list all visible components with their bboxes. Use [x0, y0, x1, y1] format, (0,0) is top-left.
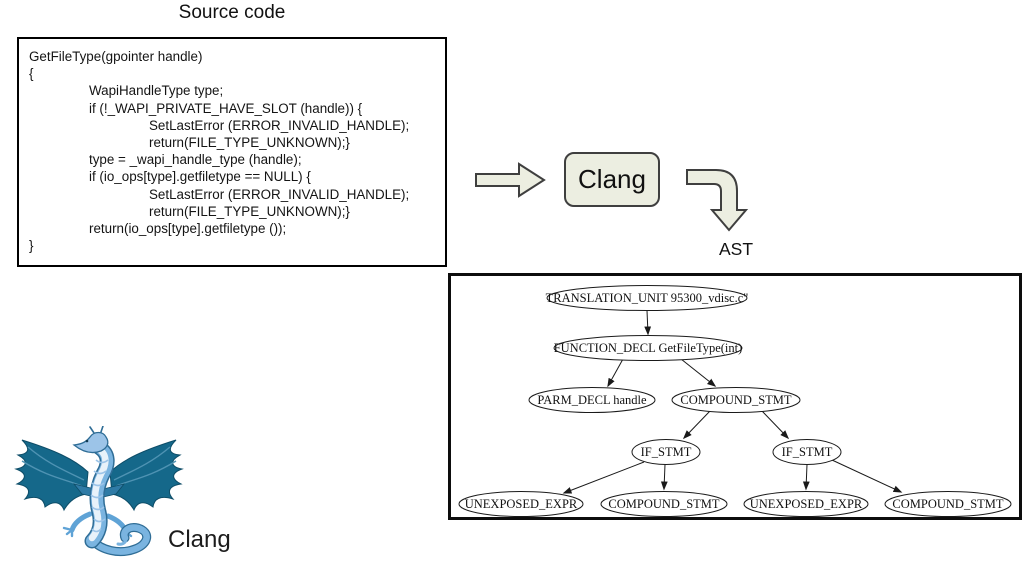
- clang-process-box: Clang: [564, 152, 660, 207]
- ast-tree-graph: TRANSLATION_UNIT 95300_vdisc.c" FUNCTION…: [458, 285, 1012, 517]
- svg-text:TRANSLATION_UNIT 95300_vdisc.c: TRANSLATION_UNIT 95300_vdisc.c": [546, 291, 749, 305]
- source-code-text: GetFileType(gpointer handle) { WapiHandl…: [29, 49, 410, 254]
- ast-node-compound-stmt-bottom-right: COMPOUND_STMT: [884, 491, 1012, 517]
- ast-node-compound-stmt-bottom-left: COMPOUND_STMT: [600, 491, 728, 517]
- svg-text:COMPOUND_STMT: COMPOUND_STMT: [892, 497, 1003, 511]
- ast-node-if-stmt-left: IF_STMT: [631, 439, 701, 465]
- svg-text:UNEXPOSED_EXPR: UNEXPOSED_EXPR: [465, 497, 578, 511]
- ast-edges: [562, 310, 903, 494]
- ast-node-function-decl: FUNCTION_DECL GetFileType(int): [553, 335, 743, 361]
- edge-ifr-csbr: [831, 459, 903, 493]
- ast-node-translation-unit: TRANSLATION_UNIT 95300_vdisc.c": [546, 285, 749, 311]
- svg-text:COMPOUND_STMT: COMPOUND_STMT: [608, 497, 719, 511]
- edge-cs-ifl: [682, 410, 711, 440]
- ast-node-unexposed-expr-left: UNEXPOSED_EXPR: [458, 491, 584, 517]
- svg-text:PARM_DECL handle: PARM_DECL handle: [537, 393, 647, 407]
- svg-text:IF_STMT: IF_STMT: [641, 445, 692, 459]
- ast-node-parm-decl: PARM_DECL handle: [528, 387, 656, 413]
- edge-fd-pd: [607, 358, 624, 388]
- source-code-panel: GetFileType(gpointer handle) { WapiHandl…: [17, 37, 447, 267]
- edge-ifl-uel: [562, 461, 645, 494]
- edge-fd-cs: [680, 358, 717, 387]
- edge-cs-ifr: [761, 410, 790, 440]
- edge-ifr-uer: [802, 464, 810, 491]
- ast-output-label: AST: [718, 239, 754, 259]
- svg-text:COMPOUND_STMT: COMPOUND_STMT: [680, 393, 791, 407]
- svg-text:UNEXPOSED_EXPR: UNEXPOSED_EXPR: [750, 497, 863, 511]
- svg-text:IF_STMT: IF_STMT: [782, 445, 833, 459]
- ast-node-compound-stmt: COMPOUND_STMT: [671, 387, 801, 413]
- source-code-title: Source code: [178, 2, 286, 23]
- clang-logo-caption: Clang: [168, 526, 231, 553]
- svg-text:FUNCTION_DECL GetFileType(int): FUNCTION_DECL GetFileType(int): [554, 341, 743, 355]
- ast-node-if-stmt-right: IF_STMT: [772, 439, 842, 465]
- ast-node-unexposed-expr-right: UNEXPOSED_EXPR: [743, 491, 869, 517]
- clang-process-label: Clang: [578, 164, 646, 194]
- edge-ifl-csbl: [660, 464, 668, 491]
- clang-dragon-logo: [14, 426, 184, 557]
- flow-arrow-elbow-icon: [686, 169, 749, 232]
- ast-tree-panel: TRANSLATION_UNIT 95300_vdisc.c" FUNCTION…: [448, 273, 1022, 520]
- edge-tu-fd: [644, 310, 652, 336]
- flow-arrow-right-icon: [475, 162, 546, 198]
